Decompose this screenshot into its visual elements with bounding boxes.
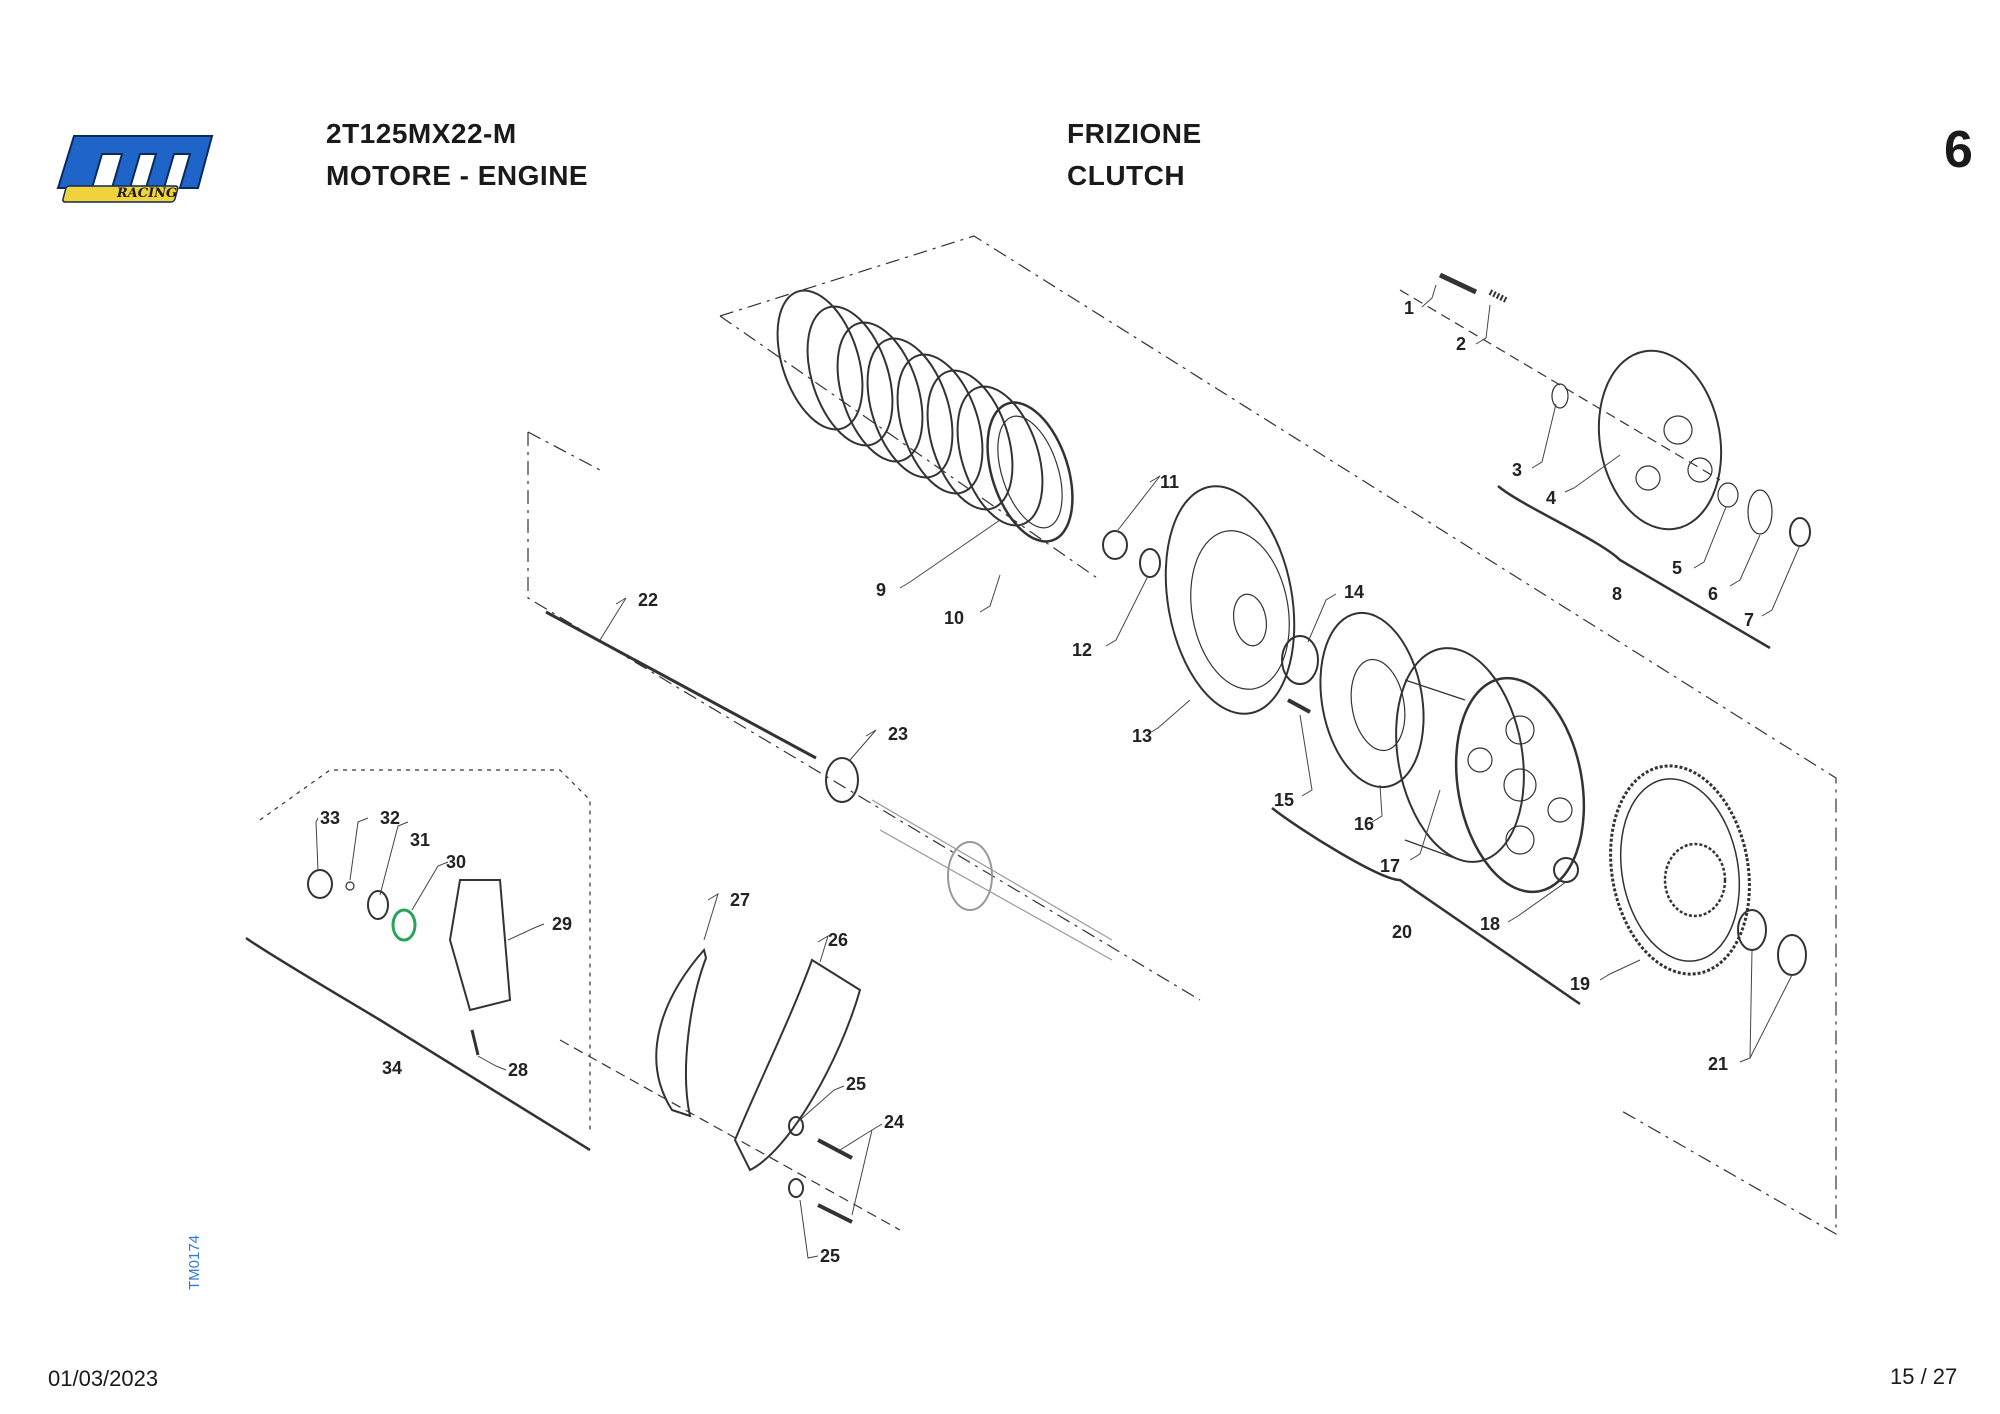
label-10: 10	[944, 608, 964, 628]
pressure-plate-4	[1597, 349, 1723, 531]
cover-33	[307, 869, 333, 899]
label-33: 33	[320, 808, 340, 828]
label-18: 18	[1480, 914, 1500, 934]
label-23: 23	[888, 724, 908, 744]
gear-18	[1553, 857, 1579, 883]
label-1: 1	[1404, 298, 1414, 318]
label-8: 8	[1612, 584, 1622, 604]
clutch-basket-17	[1395, 647, 1586, 894]
plate-16	[1319, 611, 1425, 789]
label-19: 19	[1570, 974, 1590, 994]
label-26: 26	[828, 930, 848, 950]
nut-25a	[788, 1116, 804, 1136]
label-20: 20	[1392, 922, 1412, 942]
label-17: 17	[1380, 856, 1400, 876]
washer-14	[1281, 635, 1319, 685]
label-21: 21	[1708, 1054, 1728, 1074]
bearing-31	[367, 890, 389, 920]
footer-date: 01/03/2023	[48, 1366, 159, 1391]
nut-11	[1102, 530, 1128, 560]
label-7: 7	[1744, 610, 1754, 630]
tm-racing-logo: tm RACING	[52, 128, 222, 204]
push-rod-22	[545, 610, 817, 760]
bolt-1	[1438, 272, 1478, 295]
label-6: 6	[1708, 584, 1718, 604]
outline-shaft	[527, 432, 1201, 1001]
label-12: 12	[1072, 640, 1092, 660]
label-5: 5	[1672, 558, 1682, 578]
label-28: 28	[508, 1060, 528, 1080]
label-25a: 25	[846, 1074, 866, 1094]
page-index: 6	[1944, 121, 1973, 179]
label-31: 31	[410, 830, 430, 850]
outline-main	[719, 235, 1837, 1236]
label-15: 15	[1274, 790, 1294, 810]
washer-23	[825, 757, 859, 803]
label-32: 32	[380, 808, 400, 828]
washer-12	[1139, 548, 1161, 578]
label-11: 11	[1160, 472, 1179, 492]
bolts-24	[817, 1138, 853, 1224]
main-shaft	[871, 799, 1113, 961]
primary-gear-19	[1609, 764, 1751, 976]
section-name: MOTORE - ENGINE	[326, 160, 589, 191]
washer-5	[1717, 482, 1739, 508]
screw-28	[470, 1029, 480, 1056]
oring-30	[391, 908, 417, 942]
logo-sub-text: RACING	[116, 186, 178, 201]
guard-27	[655, 947, 708, 1118]
bracket-26	[733, 958, 862, 1172]
label-9: 9	[876, 580, 886, 600]
bearing-6	[1747, 489, 1773, 535]
logo-graphic	[56, 135, 214, 203]
circlip-3	[1551, 383, 1569, 409]
label-2: 2	[1456, 334, 1466, 354]
nut-25b	[788, 1178, 804, 1198]
pin-7	[1789, 517, 1811, 547]
label-25b: 25	[820, 1246, 840, 1266]
outline-release	[259, 769, 591, 1130]
label-30: 30	[446, 852, 466, 872]
label-27: 27	[730, 890, 750, 910]
release-shaft-29	[448, 879, 512, 1012]
bushings-21	[1737, 909, 1807, 976]
clutch-plates	[776, 289, 1074, 543]
spring-2	[1488, 289, 1508, 303]
label-29: 29	[552, 914, 572, 934]
model-code: 2T125MX22-M	[326, 118, 517, 149]
label-22: 22	[638, 590, 658, 610]
title-english: CLUTCH	[1067, 160, 1186, 191]
label-13: 13	[1132, 726, 1152, 746]
inner-hub-13	[1164, 485, 1296, 715]
label-4: 4	[1546, 488, 1556, 508]
label-34: 34	[382, 1058, 402, 1078]
bolt-15	[1287, 698, 1311, 714]
footer-page: 15 / 27	[1890, 1364, 1958, 1389]
label-24: 24	[884, 1112, 904, 1132]
label-3: 3	[1512, 460, 1522, 480]
title-italian: FRIZIONE	[1067, 118, 1202, 149]
ball-32	[345, 881, 355, 891]
label-16: 16	[1354, 814, 1374, 834]
label-14: 14	[1344, 582, 1364, 602]
